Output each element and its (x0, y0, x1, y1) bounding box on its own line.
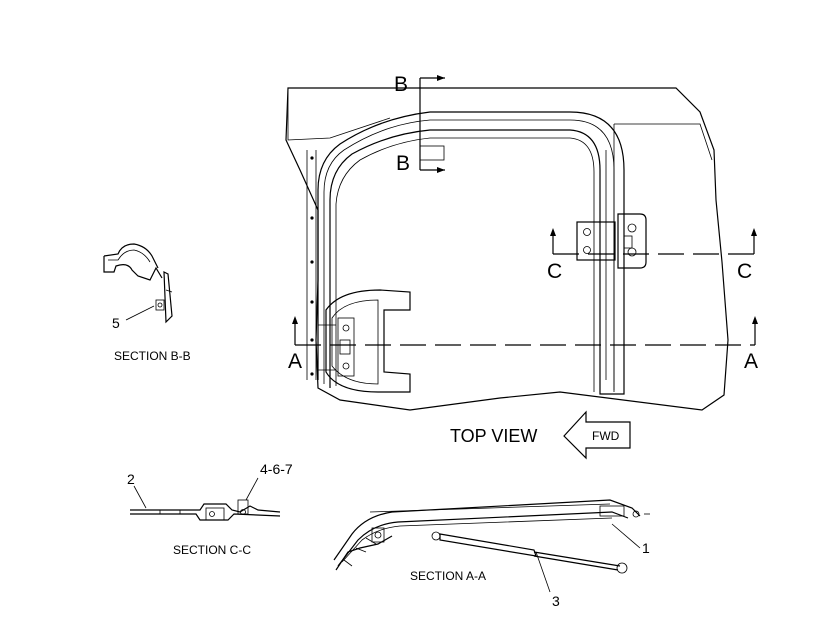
section-cc-caption: SECTION C-C (173, 543, 251, 557)
top-view-title: TOP VIEW (450, 426, 537, 446)
section-bb-caption: SECTION B-B (114, 349, 191, 363)
left-flange-rivets (306, 150, 317, 380)
section-bb-callout-5: 5 (112, 315, 120, 331)
section-cc-callout-4-6-7: 4-6-7 (260, 461, 293, 477)
section-cc-callout-2: 2 (127, 471, 135, 487)
latch-assembly (318, 289, 411, 393)
fwd-label: FWD (592, 429, 620, 443)
hinge-plate (576, 213, 647, 269)
section-aa-callout-3: 3 (552, 593, 560, 609)
fwd-arrow-icon: FWD (563, 410, 631, 460)
section-aa-callout-1: 1 (642, 540, 650, 556)
section-marker-a-left: A (288, 350, 302, 373)
section-marker-a-right: A (744, 350, 758, 373)
section-marker-b-bottom: B (396, 152, 410, 175)
section-cc-drawing: 2 4-6-7 SECTION C-C (127, 461, 293, 557)
section-b-cut-line (419, 75, 445, 173)
section-marker-c-right: C (737, 260, 752, 283)
section-marker-c-left: C (547, 260, 562, 283)
section-marker-b-top: B (394, 73, 408, 96)
section-a-cut-line (292, 316, 758, 346)
hatch-frame-outer (317, 111, 625, 395)
section-aa-drawing: 1 3 SECTION A-A (333, 499, 650, 609)
section-c-cut-line (550, 228, 757, 255)
top-view-drawing: B B C C A A TOP VIEW FWD (285, 73, 758, 460)
section-bb-drawing: 5 SECTION B-B (103, 243, 191, 363)
section-aa-caption: SECTION A-A (410, 569, 486, 583)
